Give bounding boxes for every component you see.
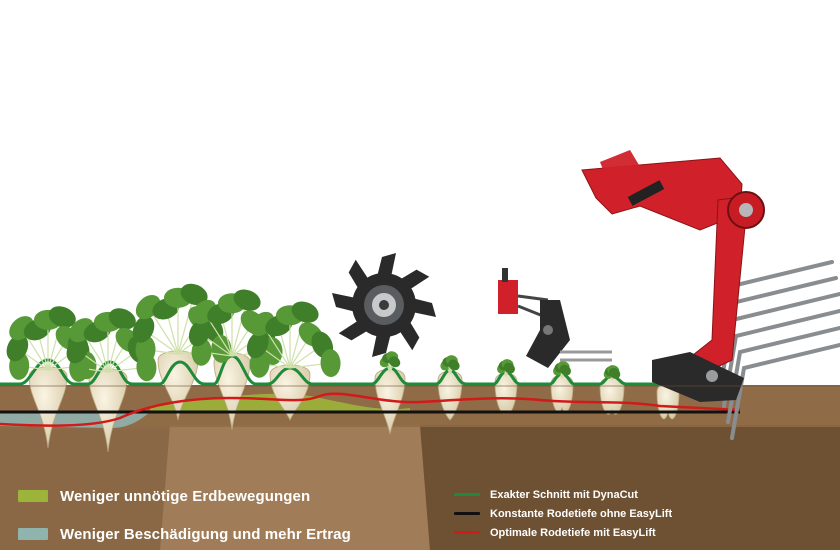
beet-leaf-cluster <box>379 351 401 373</box>
legend-swatch-damage <box>18 528 48 540</box>
legend-label-dynacut: Exakter Schnitt mit DynaCut <box>490 488 638 501</box>
beet-leaf-cluster <box>553 361 571 379</box>
legend-item-constant: Konstante Rodetiefe ohne EasyLift <box>454 505 672 522</box>
legend-label-earth: Weniger unnötige Erdbewegungen <box>60 487 311 505</box>
legend-swatch-earth <box>18 490 48 502</box>
beet-leaf-cluster <box>497 359 515 377</box>
beet-leaves <box>6 283 621 382</box>
legend-item-easylift: Optimale Rodetiefe mit EasyLift <box>454 524 672 541</box>
legend-label-easylift: Optimale Rodetiefe mit EasyLift <box>490 526 656 539</box>
line-legend: Exakter Schnitt mit DynaCut Konstante Ro… <box>454 486 672 543</box>
legend-line-dynacut <box>454 493 480 496</box>
easylift-share-icon <box>581 150 840 440</box>
legend-item-damage: Weniger Beschädigung und mehr Ertrag <box>18 522 351 546</box>
dynacut-rotor-icon <box>332 253 436 357</box>
legend-line-constant <box>454 512 480 515</box>
beet-leaf-cluster <box>603 365 621 381</box>
legend-label-constant: Konstante Rodetiefe ohne EasyLift <box>490 507 673 520</box>
legend-label-damage: Weniger Beschädigung und mehr Ertrag <box>60 525 351 543</box>
legend-item-earth: Weniger unnötige Erdbewegungen <box>18 484 351 508</box>
area-legend: Weniger unnötige Erdbewegungen Weniger B… <box>18 484 351 560</box>
line-easylift <box>0 392 741 427</box>
legend-item-dynacut: Exakter Schnitt mit DynaCut <box>454 486 672 503</box>
beet-leaf-cluster <box>440 355 460 375</box>
legend-line-easylift <box>454 531 480 534</box>
topper-unit-icon <box>498 268 612 368</box>
beet-leaf-cluster <box>246 301 341 378</box>
